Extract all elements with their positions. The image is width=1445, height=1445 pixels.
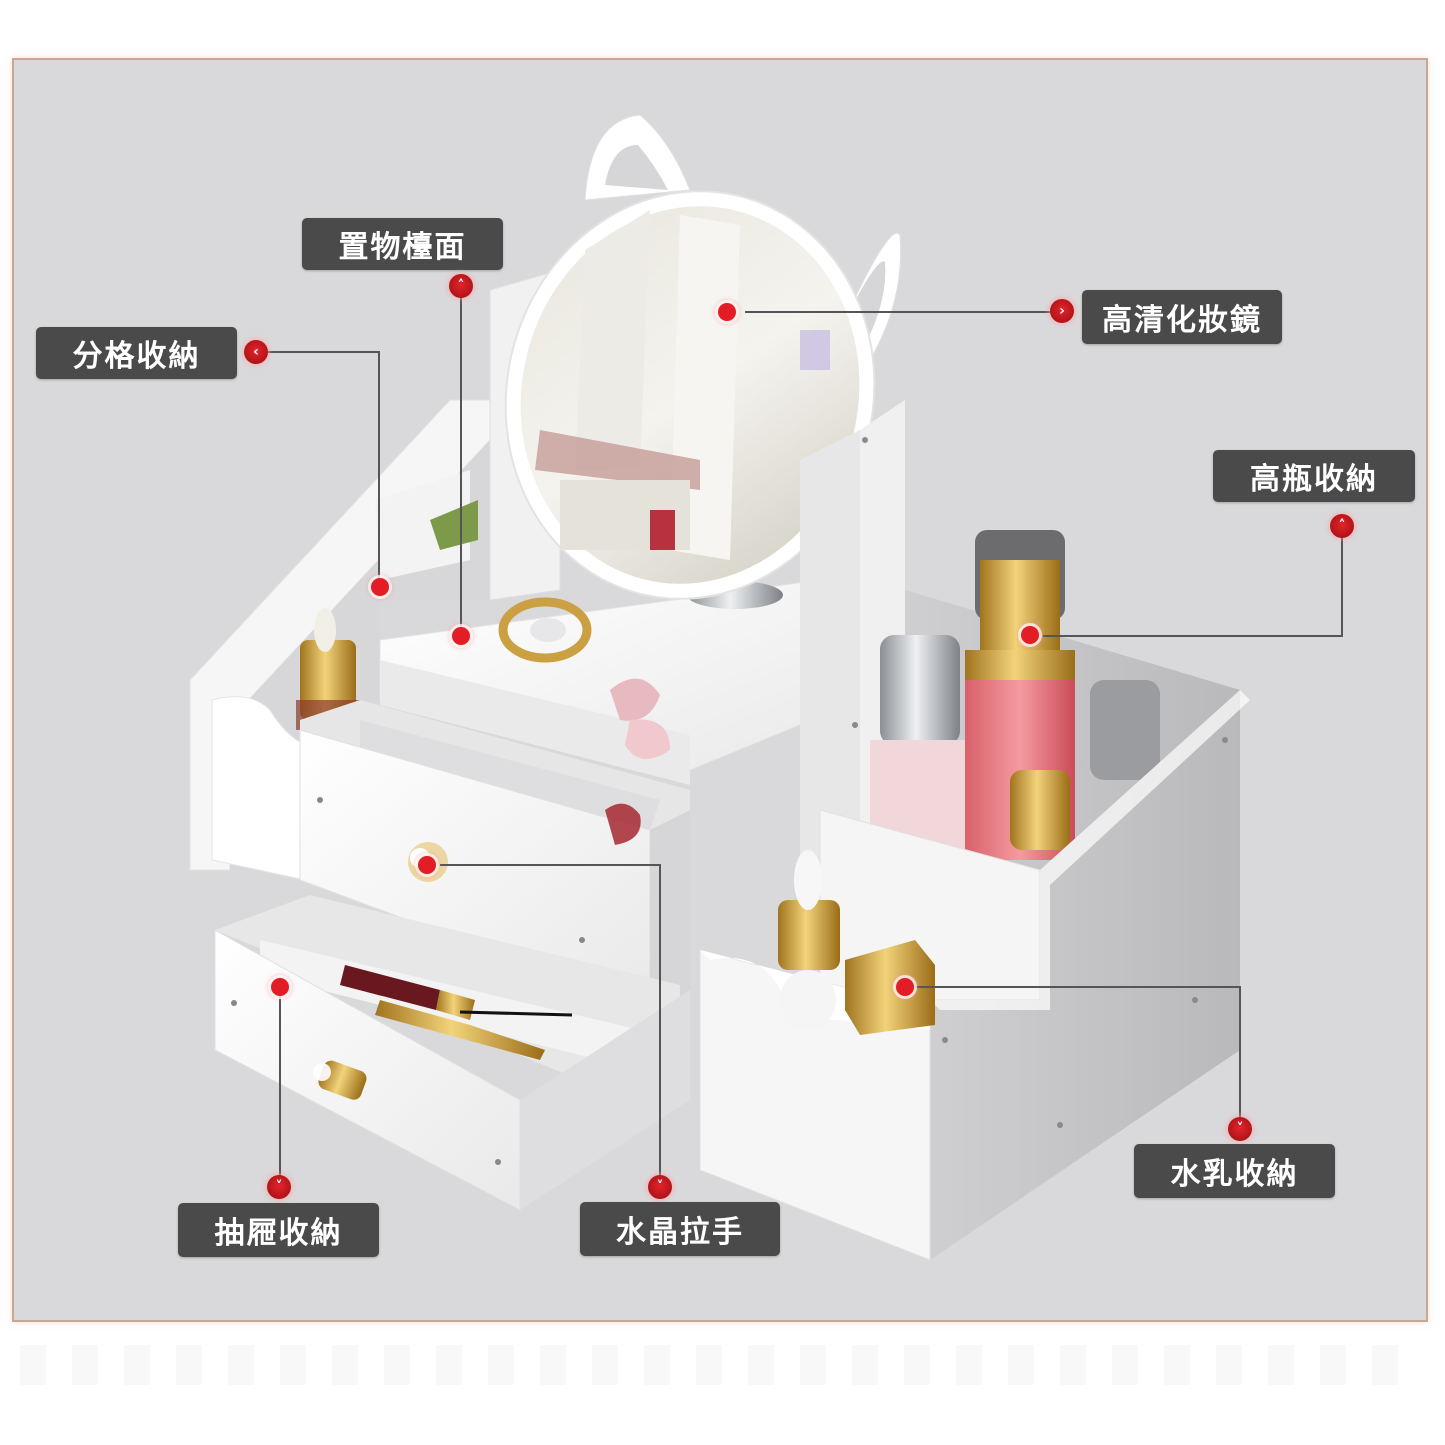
label-drawer-storage: 抽屜收納	[178, 1203, 379, 1257]
faded-bottom-strip	[20, 1345, 1420, 1385]
chevron-up-icon: ˄	[449, 274, 473, 298]
label-hd-mirror: 高清化妝鏡	[1082, 290, 1282, 344]
hotspot-display-surface	[452, 627, 470, 645]
label-crystal-handle: 水晶拉手	[580, 1202, 780, 1256]
chevron-up-icon: ˄	[1330, 514, 1354, 538]
label-drawer-storage-text: 抽屜收納	[214, 1216, 343, 1251]
hotspot-tall-bottle-storage	[1021, 626, 1039, 644]
hotspot-divided-storage	[371, 578, 389, 596]
connector-lines	[268, 297, 1343, 1180]
upper-drawer	[299, 700, 690, 1011]
label-tall-bottle-storage-text: 高瓶收納	[1250, 462, 1378, 497]
label-divided-storage-text: 分格收納	[72, 339, 201, 374]
label-hd-mirror-text: 高清化妝鏡	[1102, 303, 1262, 338]
left-compartment	[189, 399, 491, 881]
label-tall-bottle-storage: 高瓶收納	[1213, 450, 1415, 502]
chevron-down-icon: ˅	[648, 1175, 672, 1199]
chevron-right-icon: ›	[1050, 299, 1074, 323]
chevron-down-icon: ˅	[267, 1175, 291, 1199]
hotspot-lotion-storage	[896, 978, 914, 996]
chevron-left-icon: ‹	[244, 340, 268, 364]
label-divided-storage: 分格收納	[36, 327, 237, 379]
label-lotion-storage-text: 水乳收納	[1170, 1157, 1299, 1192]
lower-drawer	[214, 895, 690, 1211]
label-display-surface: 置物檯面	[302, 218, 503, 270]
label-crystal-handle-text: 水晶拉手	[616, 1215, 744, 1250]
right-compartment	[699, 437, 1250, 1261]
chevron-down-icon: ˅	[1228, 1117, 1252, 1141]
hotspot-hd-mirror	[718, 303, 736, 321]
label-lotion-storage: 水乳收納	[1134, 1144, 1335, 1198]
cat-ear-mirror	[504, 114, 902, 600]
hotspot-crystal-handle	[418, 856, 436, 874]
label-display-surface-text: 置物檯面	[338, 230, 467, 265]
hotspot-drawer-storage	[271, 978, 289, 996]
